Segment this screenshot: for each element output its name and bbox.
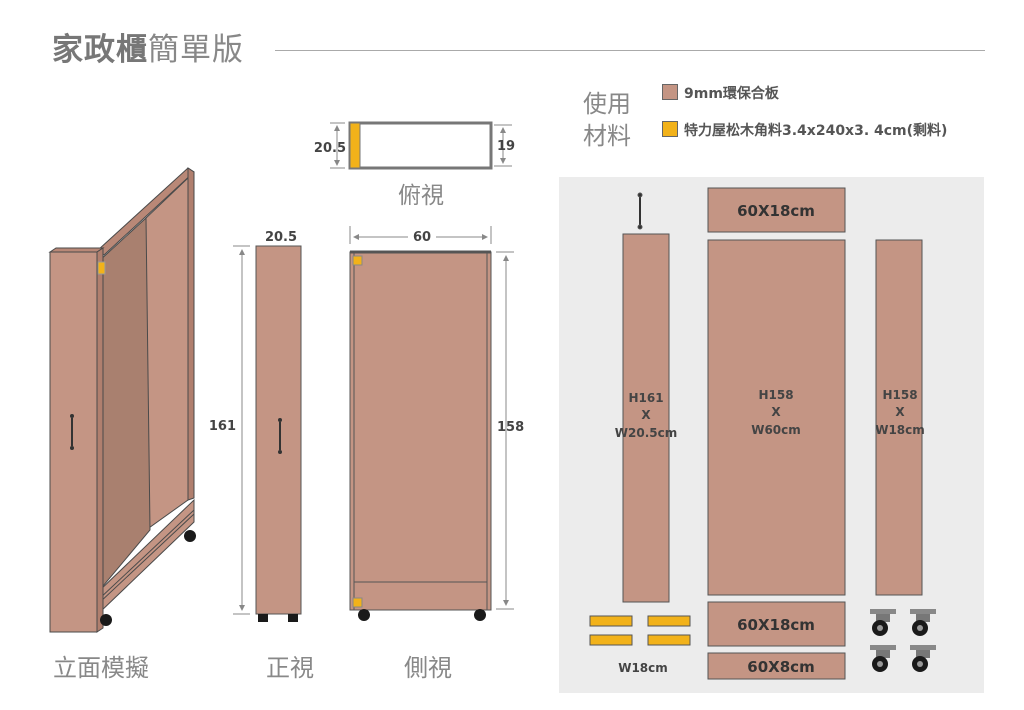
parts [589,187,923,680]
title-sub-text: 簡單版 [148,32,244,68]
part-center-panel-line2: X [771,405,781,419]
pine-batten-label: 特力屋松木角料3.4x240x3. 4cm(剩料) [684,123,948,139]
perspective-label: 立面模擬 [53,654,149,682]
front-view [233,245,302,622]
part-right-panel-line1: H158 [882,388,917,402]
part-right-panel-line3: W18cm [875,423,925,437]
part-battens-label: W18cm [618,661,668,675]
plywood-label: 9mm環保合板 [684,86,779,102]
top-view-label: 俯視 [398,183,444,209]
caster-wheel-icon [870,609,896,636]
dim-side-width: 60 [413,230,431,245]
perspective-handle [70,414,74,450]
title-main-text: 家政櫃 [52,32,148,68]
side-view [349,226,514,621]
perspective-cabinet [48,167,195,633]
caster-wheel-icon [870,645,896,672]
part-right-panel-line2: X [895,405,905,419]
dim-side-height: 158 [497,420,524,435]
front-view-label: 正視 [266,654,314,682]
part-center-panel-line1: H158 [758,388,793,402]
side-view-label: 側視 [404,654,452,682]
part-base-board-label: 60X8cm [747,658,814,676]
caster-wheel-icon [910,609,936,636]
part-center-panel-line3: W60cm [751,423,801,437]
perspective-wheels [100,530,196,626]
plywood-swatch [662,84,678,100]
materials-heading-line1: 使用 [583,90,631,118]
pine-batten-swatch [662,121,678,137]
dim-front-height: 161 [209,419,236,434]
title-divider [275,50,985,51]
part-left-panel-line3: W20.5cm [615,426,677,440]
dim-front-depth: 20.5 [265,230,297,245]
dim-top-inner: 19 [497,139,515,154]
page-title: 家政櫃簡單版 [52,24,244,69]
materials-heading-line2: 材料 [583,122,631,150]
caster-wheel-icon [910,645,936,672]
part-left-panel-line1: H161 [628,391,663,405]
part-bottom-board-label: 60X18cm [737,616,815,634]
top-view [330,121,512,170]
part-top-board-label: 60X18cm [737,202,815,220]
part-left-panel-line2: X [641,408,651,422]
dim-top-depth: 20.5 [314,141,346,156]
